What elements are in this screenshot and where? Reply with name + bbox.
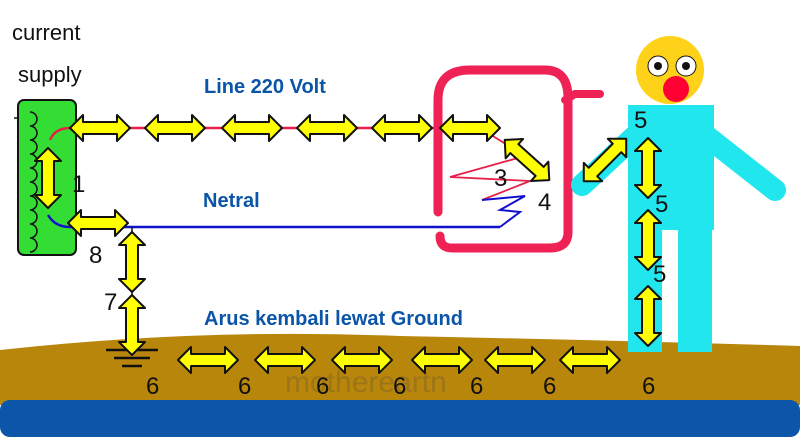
marker-6e: 6 (470, 373, 483, 400)
heater-element-cold (481, 195, 526, 228)
marker-4: 4 (538, 189, 551, 216)
heater-spout (561, 90, 604, 104)
arrow-line-5 (371, 114, 433, 142)
line-label: Line 220 Volt (204, 76, 326, 98)
marker-7: 7 (104, 289, 117, 316)
marker-8: 8 (89, 242, 102, 269)
coil-icon (14, 111, 38, 253)
person-leg-right (678, 220, 712, 352)
arrow-line-1 (69, 114, 131, 142)
marker-6b: 6 (238, 373, 251, 400)
arrow-ground-lower (118, 294, 146, 356)
arrow-neutral (67, 209, 129, 237)
heater-body (433, 65, 573, 253)
neutral-wire (46, 214, 500, 229)
marker-6a: 6 (146, 373, 159, 400)
ground-return-label: Arus kembali lewat Ground (204, 308, 463, 330)
person-pupil-right (682, 62, 690, 70)
neutral-label: Netral (203, 190, 260, 212)
marker-1: 1 (72, 171, 85, 198)
marker-6c: 6 (316, 373, 329, 400)
person-arm-right (694, 124, 786, 201)
source-label-line2: supply (18, 62, 82, 87)
marker-5a: 5 (634, 107, 647, 134)
person-nose (663, 76, 689, 102)
earth-label: mothereartn (285, 366, 447, 399)
water-layer (0, 400, 800, 437)
marker-6d: 6 (393, 373, 406, 400)
arrow-line-6 (439, 114, 501, 142)
source-label-line1: current (12, 20, 80, 45)
marker-6g: 6 (642, 373, 655, 400)
arrow-line-2 (144, 114, 206, 142)
marker-5c: 5 (653, 261, 666, 288)
arrow-line-4 (296, 114, 358, 142)
person-pupil-left (654, 62, 662, 70)
arrow-heater-person (573, 128, 637, 192)
person (571, 36, 786, 352)
marker-3: 3 (494, 165, 507, 192)
earth-ground (0, 333, 800, 405)
arrow-line-3 (221, 114, 283, 142)
arrow-ground-upper (118, 231, 146, 293)
marker-5b: 5 (655, 191, 668, 218)
marker-6f: 6 (543, 373, 556, 400)
